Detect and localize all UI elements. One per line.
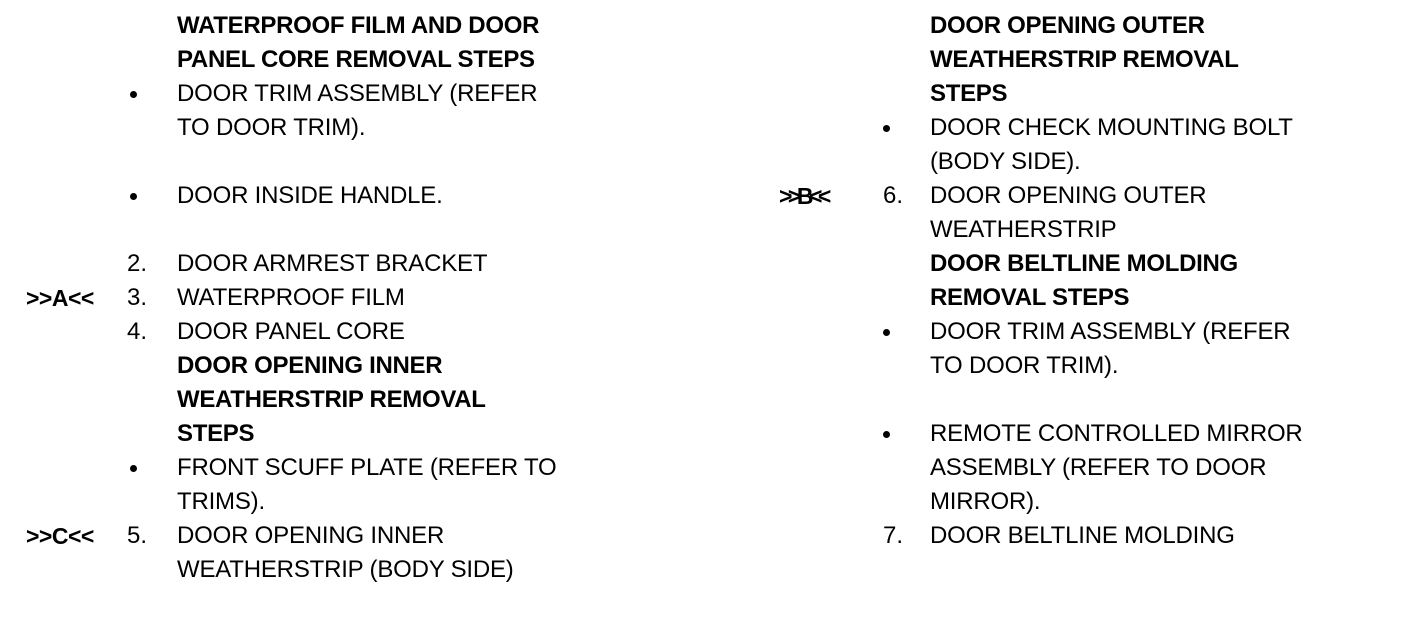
text-line: WATERPROOF FILM AND DOOR <box>0 9 704 43</box>
list-number: 3. <box>127 284 148 311</box>
text-line: TO DOOR TRIM). <box>0 111 704 145</box>
text-line: >>B<< 6. DOOR OPENING OUTER <box>704 179 1408 213</box>
text-line: TRIMS). <box>0 485 704 519</box>
text-line: 7. DOOR BELTLINE MOLDING <box>704 519 1408 553</box>
list-number: 6. <box>883 182 904 209</box>
list-item-text: FRONT SCUFF PLATE (REFER TO <box>177 454 557 481</box>
right-text-column: DOOR OPENING OUTER WEATHERSTRIP REMOVAL ST… <box>704 0 1408 626</box>
text-line: FRONT SCUFF PLATE (REFER TO <box>0 451 704 485</box>
section-heading-text: DOOR BELTLINE MOLDING <box>930 250 1238 277</box>
bullet-icon <box>130 193 137 200</box>
section-heading-text: STEPS <box>177 420 255 447</box>
text-line: WEATHERSTRIP REMOVAL <box>704 43 1408 77</box>
list-item-text: DOOR INSIDE HANDLE. <box>177 182 443 209</box>
text-line: 2. DOOR ARMREST BRACKET <box>0 247 704 281</box>
text-line: WEATHERSTRIP (BODY SIDE) <box>0 553 704 587</box>
text-line: DOOR TRIM ASSEMBLY (REFER <box>0 77 704 111</box>
list-item-text: DOOR OPENING OUTER <box>930 182 1207 209</box>
bullet-icon <box>883 431 890 438</box>
text-line: DOOR CHECK MOUNTING BOLT <box>704 111 1408 145</box>
bullet-icon <box>130 91 137 98</box>
section-heading-text: WEATHERSTRIP REMOVAL <box>177 386 486 413</box>
section-heading-text: WEATHERSTRIP REMOVAL <box>930 46 1239 73</box>
text-line: ASSEMBLY (REFER TO DOOR <box>704 451 1408 485</box>
text-line: (BODY SIDE). <box>704 145 1408 179</box>
text-line: >>A<< 3. WATERPROOF FILM <box>0 281 704 315</box>
text-line: WEATHERSTRIP REMOVAL <box>0 383 704 417</box>
bullet-icon <box>130 465 137 472</box>
list-item-text: WATERPROOF FILM <box>177 284 405 311</box>
text-line: DOOR TRIM ASSEMBLY (REFER <box>704 315 1408 349</box>
text-line: DOOR OPENING INNER <box>0 349 704 383</box>
list-item-text: DOOR OPENING INNER <box>177 522 445 549</box>
list-item-text: TO DOOR TRIM). <box>930 352 1119 379</box>
text-line: >>C<< 5. DOOR OPENING INNER <box>0 519 704 553</box>
list-item-text: REMOTE CONTROLLED MIRROR <box>930 420 1303 447</box>
list-item-text: (BODY SIDE). <box>930 148 1081 175</box>
section-heading-text: PANEL CORE REMOVAL STEPS <box>177 46 535 73</box>
text-line: REMOVAL STEPS <box>704 281 1408 315</box>
list-number: 2. <box>127 250 148 277</box>
text-line: MIRROR). <box>704 485 1408 519</box>
section-heading-text: STEPS <box>930 80 1008 107</box>
text-line: DOOR INSIDE HANDLE. <box>0 179 704 213</box>
list-item-text: MIRROR). <box>930 488 1041 515</box>
section-heading-text: WATERPROOF FILM AND DOOR <box>177 12 540 39</box>
bullet-icon <box>883 125 890 132</box>
text-line: DOOR OPENING OUTER <box>704 9 1408 43</box>
text-line: WEATHERSTRIP <box>704 213 1408 247</box>
list-item-text: DOOR PANEL CORE <box>177 318 405 345</box>
bullet-icon <box>883 329 890 336</box>
text-line: PANEL CORE REMOVAL STEPS <box>0 43 704 77</box>
text-line: TO DOOR TRIM). <box>704 349 1408 383</box>
reference-marker-c: >>C<< <box>26 523 94 549</box>
section-heading-text: REMOVAL STEPS <box>930 284 1130 311</box>
text-line: DOOR BELTLINE MOLDING <box>704 247 1408 281</box>
left-text-column: WATERPROOF FILM AND DOOR PANEL CORE REMOV… <box>0 9 704 587</box>
list-item-text: DOOR TRIM ASSEMBLY (REFER <box>930 318 1291 345</box>
list-item-text: DOOR BELTLINE MOLDING <box>930 522 1235 549</box>
list-item-text: WEATHERSTRIP <box>930 216 1117 243</box>
list-item-text: ASSEMBLY (REFER TO DOOR <box>930 454 1267 481</box>
section-heading-text: DOOR OPENING OUTER <box>930 12 1205 39</box>
list-number: 7. <box>883 522 904 549</box>
reference-marker-b: >>B<< <box>779 183 831 209</box>
text-line: 4. DOOR PANEL CORE <box>0 315 704 349</box>
list-item-text: TRIMS). <box>177 488 265 515</box>
text-line: STEPS <box>0 417 704 451</box>
list-item-text: DOOR CHECK MOUNTING BOLT <box>930 114 1293 141</box>
list-number: 5. <box>127 522 148 549</box>
text-line: STEPS <box>704 77 1408 111</box>
list-item-text: DOOR ARMREST BRACKET <box>177 250 488 277</box>
list-number: 4. <box>127 318 148 345</box>
list-item-text: WEATHERSTRIP (BODY SIDE) <box>177 556 514 583</box>
text-line: REMOTE CONTROLLED MIRROR <box>704 417 1408 451</box>
reference-marker-a: >>A<< <box>26 285 94 311</box>
list-item-text: TO DOOR TRIM). <box>177 114 366 141</box>
list-item-text: DOOR TRIM ASSEMBLY (REFER <box>177 80 538 107</box>
section-heading-text: DOOR OPENING INNER <box>177 352 443 379</box>
